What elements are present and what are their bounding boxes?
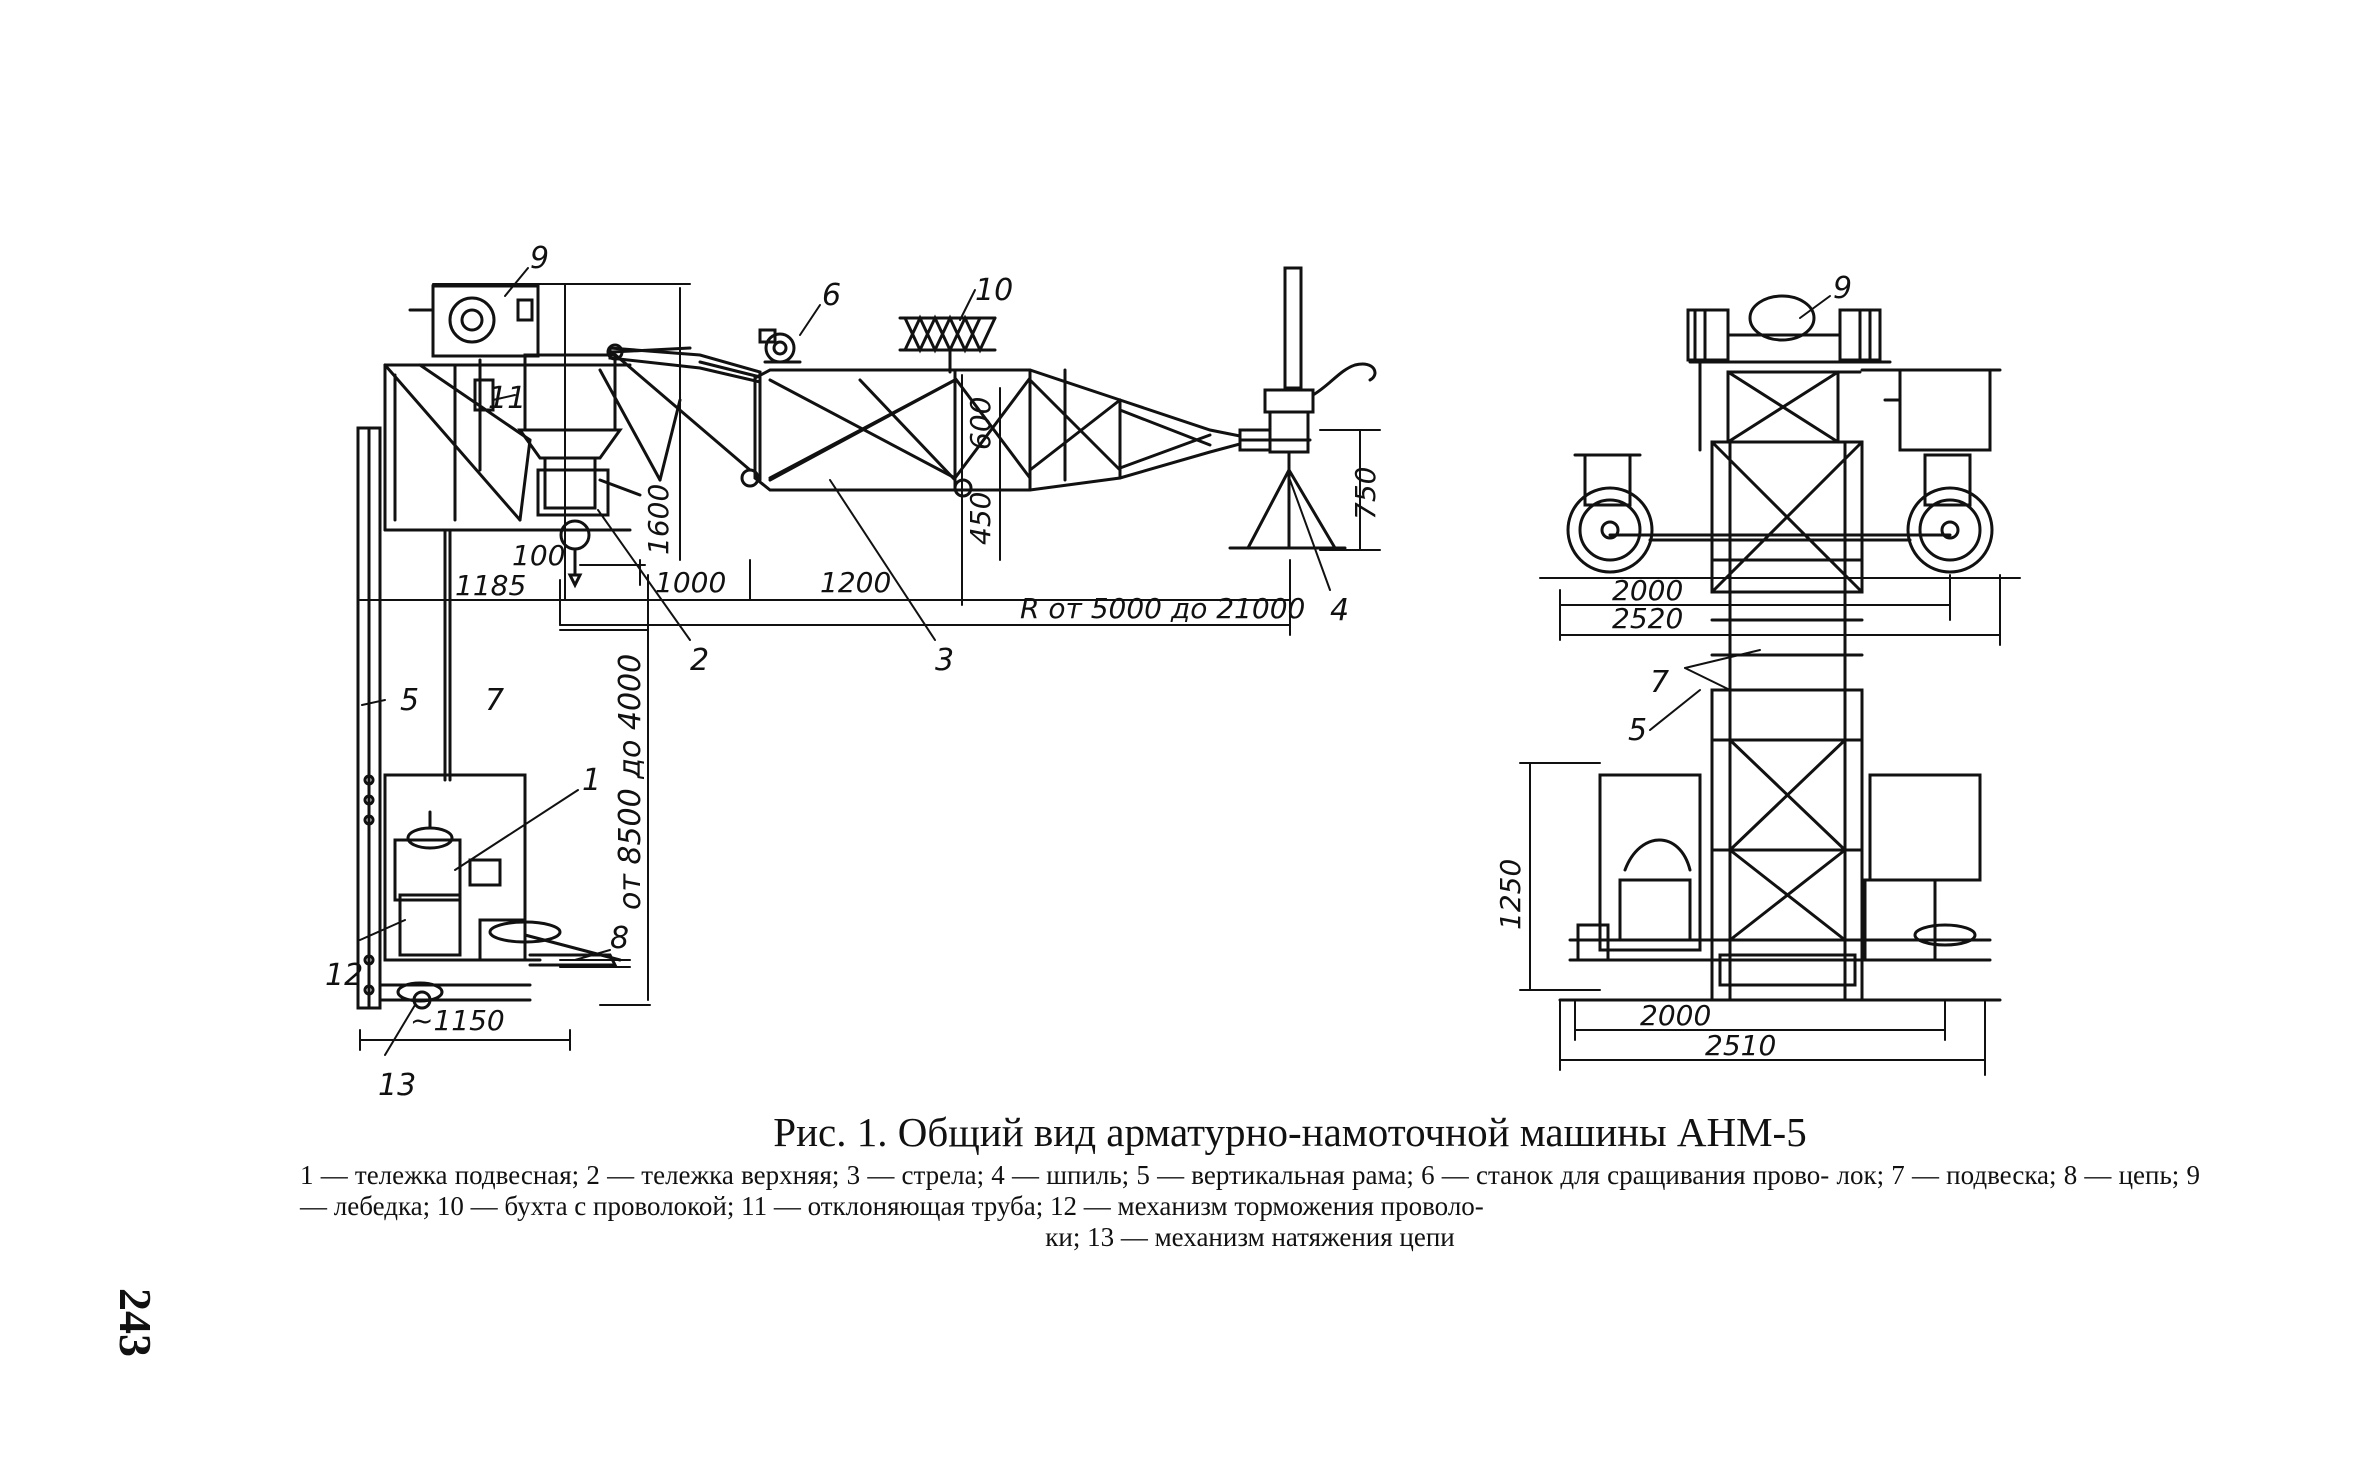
winch-left	[408, 284, 540, 358]
label-9-right: 9	[1833, 271, 1852, 306]
lower-carriage	[378, 773, 622, 1010]
label-7-right: 7	[1650, 665, 1669, 700]
dim-radius: R от 5000 до 21000	[1020, 592, 1305, 625]
mast-lower	[1710, 688, 1864, 1002]
dim-600: 600	[964, 397, 997, 450]
left-part-labels: 9 11 6 10 3 2 4 5 7 1 12 8 13	[325, 241, 1349, 1103]
side-box	[1860, 368, 2002, 452]
dim-1600: 1600	[642, 484, 675, 555]
hydraulic-strut	[598, 343, 762, 488]
wheels	[1566, 453, 1994, 574]
label-5-right: 5	[1628, 713, 1647, 748]
mast-upper	[1710, 370, 1864, 692]
dim-1200: 1200	[820, 566, 891, 599]
left-leaders	[359, 267, 1331, 1056]
dim-750: 750	[1349, 467, 1382, 520]
right-dimension-lines	[1519, 574, 2021, 1076]
page-number: 243	[110, 1288, 161, 1357]
vertical-frame	[356, 426, 452, 1010]
figure-legend: 1 — тележка подвесная; 2 — тележка верхн…	[300, 1160, 2200, 1253]
label-13: 13	[378, 1068, 416, 1103]
legend-line-3: ки; 13 — механизм натяжения цепи	[1045, 1222, 1455, 1252]
right-leaders	[1649, 295, 1831, 731]
figure-caption: Рис. 1. Общий вид арматурно-намоточной м…	[773, 1109, 1807, 1155]
label-4: 4	[1330, 593, 1349, 628]
label-6: 6	[822, 278, 841, 313]
dim-450: 450	[964, 492, 997, 545]
label-2: 2	[690, 643, 709, 678]
boom-truss	[753, 368, 1312, 498]
left-dimension-labels: 100 1600 1185 1000 1200 R от 5000 до 210…	[410, 397, 1382, 1037]
splicing-machine	[758, 328, 802, 364]
label-1: 1	[582, 763, 601, 798]
dim-height-range: от 8500 до 4000	[613, 654, 648, 910]
label-10: 10	[975, 273, 1013, 308]
legend-line-1: 1 — тележка подвесная; 2 — тележка верхн…	[300, 1160, 1830, 1190]
dim-2000-bottom: 2000	[1640, 999, 1711, 1032]
dim-1150: ~1150	[410, 1004, 505, 1037]
legend-line-2: лок; 7 — подвеска; 8 — цепь; 9 — лебедка…	[300, 1160, 2201, 1221]
label-8: 8	[610, 921, 629, 956]
right-view: 9 7 5 2000 2520 1250 2000 2510	[1494, 271, 2021, 1076]
label-7-left: 7	[485, 683, 504, 718]
dim-1185: 1185	[455, 569, 526, 602]
right-dimension-labels: 2000 2520 1250 2000 2510	[1494, 574, 1776, 1062]
dim-1000: 1000	[655, 566, 726, 599]
dim-2510: 2510	[1705, 1029, 1776, 1062]
label-11: 11	[488, 381, 526, 416]
label-5-left: 5	[400, 683, 419, 718]
wire-coil	[898, 314, 997, 374]
spire	[1228, 266, 1377, 550]
label-12: 12	[325, 958, 363, 993]
lower-base	[1558, 773, 2002, 1002]
right-part-labels: 9 7 5	[1628, 271, 1852, 748]
hopper	[517, 353, 642, 589]
dim-1250: 1250	[1494, 859, 1527, 930]
label-3: 3	[935, 643, 954, 678]
dim-100: 100	[512, 539, 565, 572]
label-9-left: 9	[530, 241, 549, 276]
left-view: 9 11 6 10 3 2 4 5 7 1 12 8 13 100 1600 1…	[325, 241, 1382, 1103]
dim-2520: 2520	[1612, 602, 1683, 635]
dim-2000-top: 2000	[1612, 574, 1683, 607]
